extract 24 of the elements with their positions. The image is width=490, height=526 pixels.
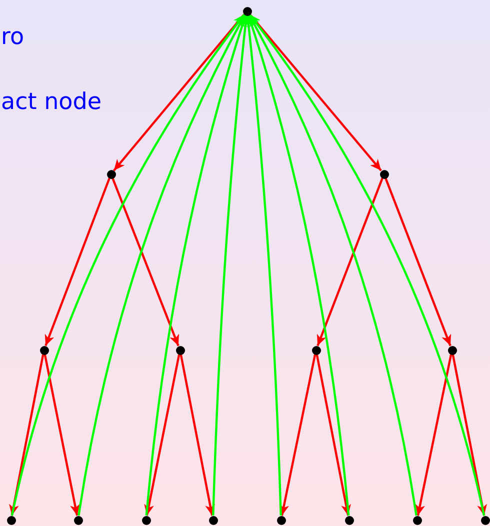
- arrow: [248, 14, 418, 516]
- arrow: [415, 354, 452, 516]
- arrow: [144, 354, 180, 516]
- arrow: [44, 354, 80, 516]
- arrow: [244, 15, 282, 516]
- arrow: [9, 354, 44, 516]
- text-label: act node: [1, 91, 102, 114]
- arrow: [248, 14, 486, 516]
- arrow: [384, 178, 452, 346]
- arrow: [44, 178, 110, 346]
- arrow: [452, 354, 487, 516]
- arrow: [247, 14, 350, 516]
- arrow: [145, 14, 247, 516]
- arrow: [112, 178, 180, 346]
- arrow: [316, 354, 351, 516]
- arrow: [78, 14, 246, 516]
- arrow: [113, 14, 245, 172]
- arrow: [180, 354, 215, 516]
- arrow: [316, 178, 384, 346]
- arrow: [212, 15, 250, 516]
- arrow: [249, 14, 382, 172]
- text-label: ro: [1, 26, 24, 49]
- arrow: [10, 14, 246, 516]
- arrow: [279, 354, 316, 516]
